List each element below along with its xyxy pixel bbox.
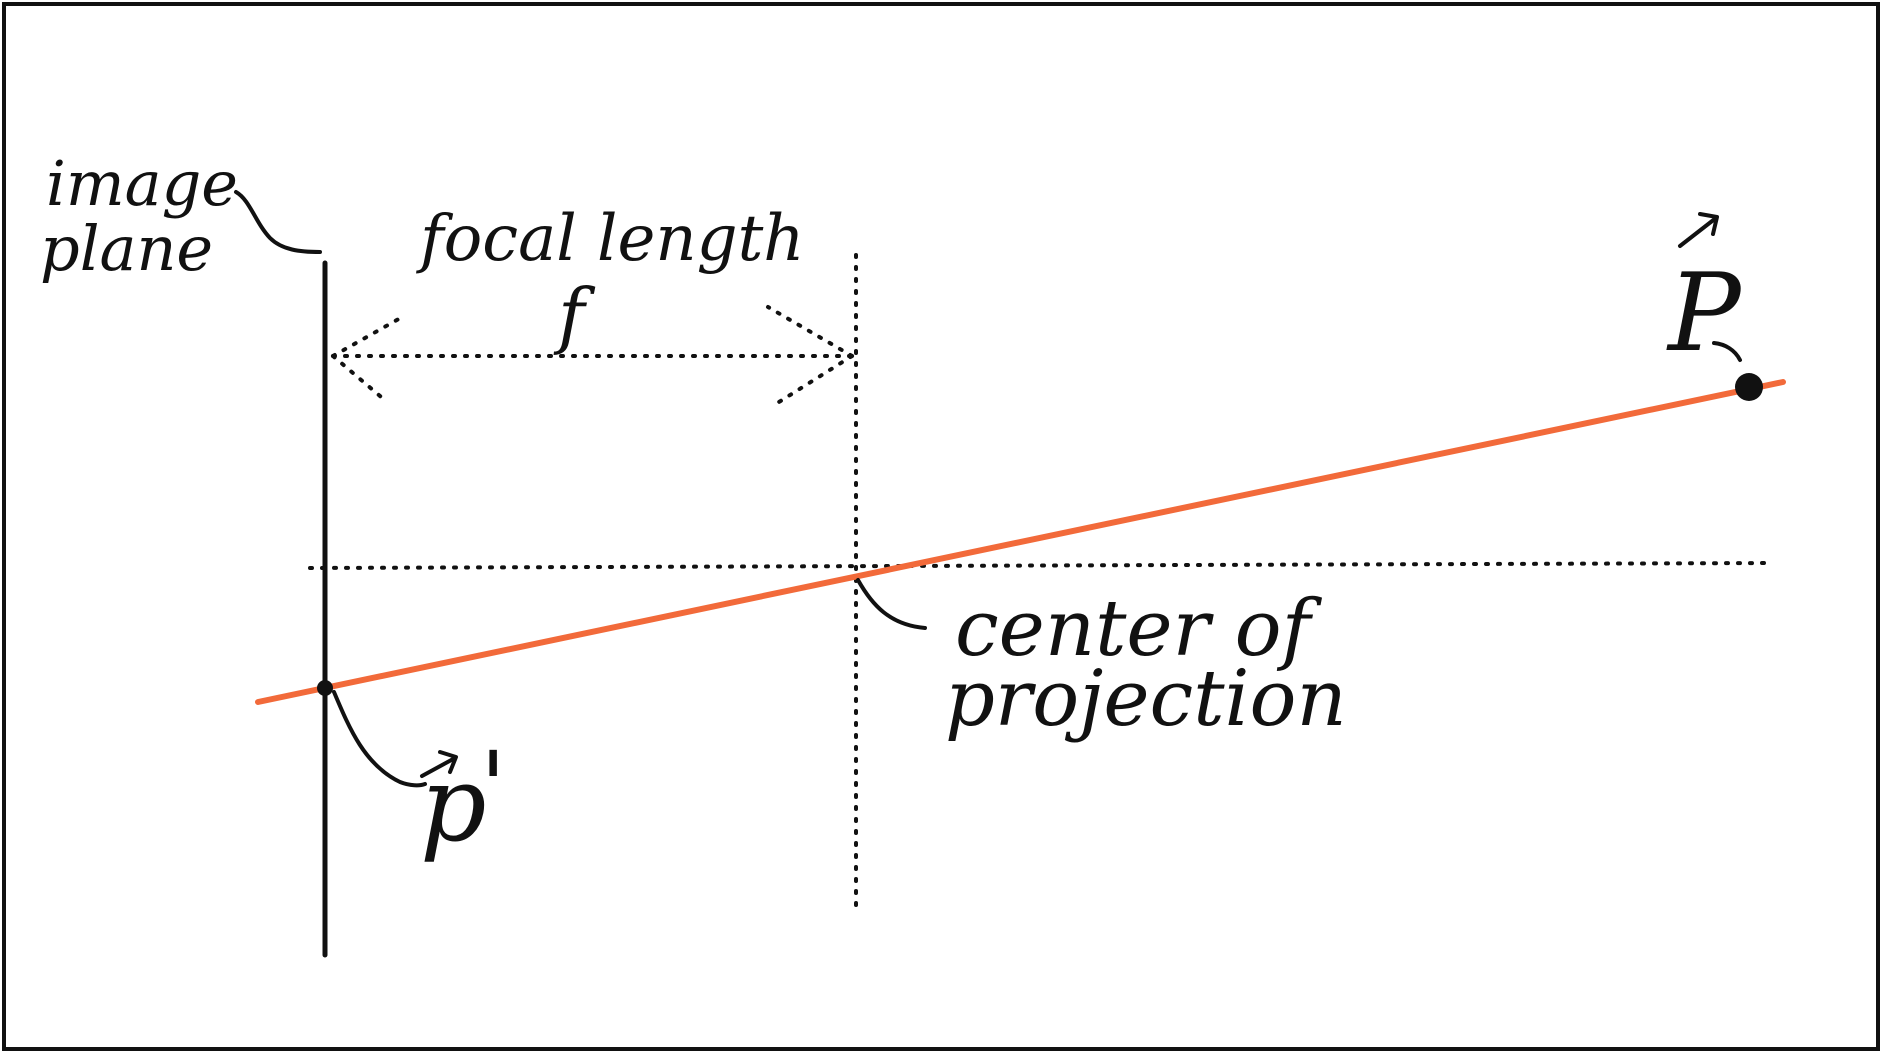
prime-mark: ' bbox=[480, 731, 506, 843]
optical-axis bbox=[308, 561, 1774, 570]
image-plane-label-line2: plane bbox=[40, 212, 213, 285]
point-p-prime-dot bbox=[317, 680, 333, 696]
point-p-prime-label: p bbox=[420, 743, 487, 865]
projection-ray bbox=[255, 379, 1786, 705]
focal-length-symbol: f bbox=[553, 273, 596, 357]
center-leader bbox=[856, 578, 927, 630]
center-of-projection-line2: projection bbox=[945, 654, 1347, 744]
point-p-label: P bbox=[1666, 251, 1743, 376]
focal-length-arrow bbox=[331, 305, 854, 404]
p-prime-leader bbox=[332, 690, 427, 788]
focal-length-label: focal length bbox=[416, 202, 805, 276]
vector-arrow-icon-p-prime bbox=[420, 750, 458, 778]
point-p-dot bbox=[1735, 373, 1763, 401]
p-leader bbox=[1712, 341, 1742, 362]
image-plane-leader bbox=[234, 190, 322, 254]
image-plane-label-line1: image bbox=[46, 147, 238, 220]
vector-arrow-icon-p bbox=[1678, 212, 1719, 248]
center-of-projection-line1: center of bbox=[955, 584, 1323, 674]
